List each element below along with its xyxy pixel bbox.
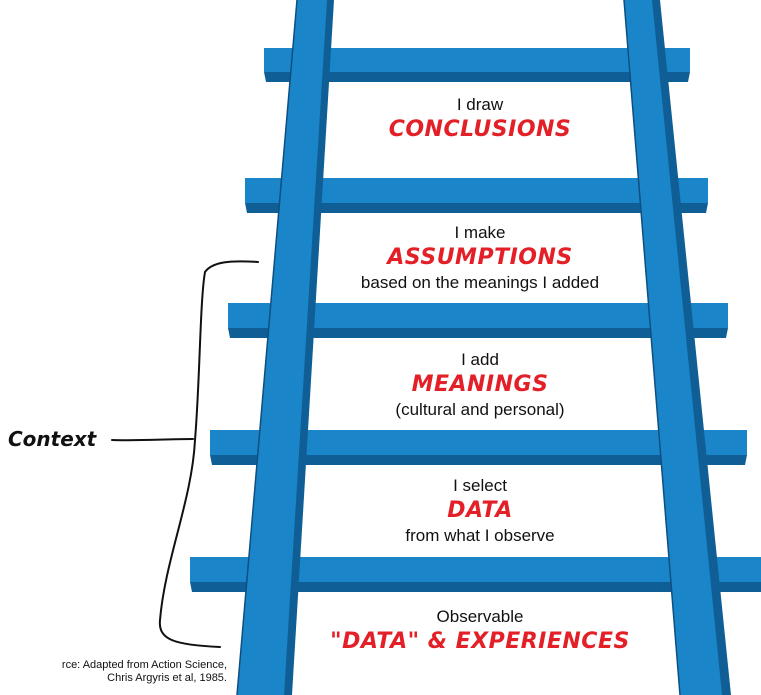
- step-data-top-line: I select: [453, 476, 507, 495]
- source-citation: rce: Adapted from Action Science, Chris …: [62, 659, 227, 685]
- rung-4: [210, 430, 747, 465]
- rung-3: [228, 303, 728, 338]
- step-meanings-keyword: MEANINGS: [411, 372, 549, 397]
- step-observable: Observable "DATA" & EXPERIENCES: [300, 607, 660, 657]
- step-conclusions: I draw CONCLUSIONS: [340, 95, 620, 145]
- right-rail: [623, 0, 731, 695]
- step-meanings-bottom-line: (cultural and personal): [395, 400, 565, 419]
- left-rail: [236, 0, 334, 695]
- step-assumptions-keyword: ASSUMPTIONS: [387, 245, 573, 270]
- step-conclusions-keyword: CONCLUSIONS: [388, 117, 572, 142]
- step-observable-keyword: "DATA" & EXPERIENCES: [330, 629, 630, 654]
- step-conclusions-top-line: I draw: [456, 95, 504, 114]
- step-data-bottom-line: from what I observe: [405, 526, 555, 545]
- step-assumptions-bottom-line: based on the meanings I added: [360, 273, 600, 292]
- step-data-keyword: DATA: [447, 498, 513, 523]
- rungs: [190, 48, 761, 592]
- step-meanings-top-line: I add: [461, 350, 499, 369]
- rung-2: [245, 178, 708, 213]
- context-label: Context: [8, 427, 97, 451]
- step-assumptions-top-line: I make: [454, 223, 506, 242]
- rung-1: [264, 48, 690, 82]
- context-bracket: [111, 260, 259, 648]
- step-data: I select DATA from what I observe: [320, 476, 640, 546]
- source-line-2: Chris Argyris et al, 1985.: [107, 672, 227, 684]
- step-assumptions: I make ASSUMPTIONS based on the meanings…: [320, 223, 640, 293]
- rung-5: [190, 557, 761, 592]
- source-line-1: rce: Adapted from Action Science,: [61, 659, 227, 671]
- step-meanings: I add MEANINGS (cultural and personal): [320, 350, 640, 420]
- step-observable-top-line: Observable: [436, 607, 524, 626]
